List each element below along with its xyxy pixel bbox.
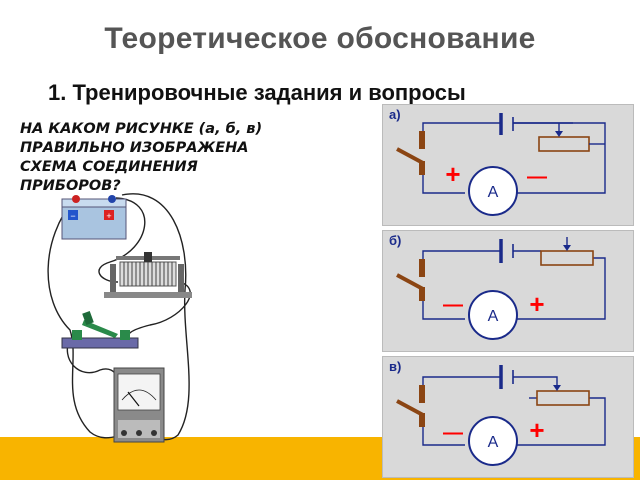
sign-left-b: — [443, 294, 463, 316]
ammeter-letter-b: A [488, 308, 499, 325]
question-line-2: ПРАВИЛЬНО ИЗОБРАЖЕНА [20, 140, 249, 156]
wire-2 [98, 197, 146, 283]
rheostat-device [104, 252, 192, 298]
battery-device: − + [61, 195, 127, 240]
circuit-diagram-c: A — + [396, 365, 606, 466]
question-line-4: ПРИБОРОВ? [20, 178, 121, 194]
circuit-diagram-a: A + — [396, 113, 606, 216]
sign-right-c: + [529, 415, 544, 445]
circuit-panel-b[interactable]: б) A — + [382, 230, 634, 352]
sign-right-b: + [529, 289, 544, 319]
question-line-1: НА КАКОМ РИСУНКЕ (а, б, в) [20, 121, 263, 137]
panel-b-label: б) [389, 233, 402, 248]
slide-subtitle: 1. Тренировочные задания и вопросы [48, 80, 466, 105]
question-text: НА КАКОМ РИСУНКЕ (а, б, в) ПРАВИЛЬНО ИЗО… [20, 120, 350, 196]
ammeter-letter-c: A [488, 434, 499, 451]
circuit-panel-c[interactable]: в) A — + [382, 356, 634, 478]
ammeter-letter-a: A [488, 184, 499, 201]
question-line-3: СХЕМА СОЕДИНЕНИЯ [20, 159, 198, 175]
sign-right-a: — [527, 166, 547, 188]
wire-5 [66, 337, 121, 386]
panel-a-label: а) [389, 107, 401, 122]
sign-left-a: + [445, 159, 460, 189]
ammeter-device [113, 367, 165, 443]
wire-4 [126, 281, 191, 341]
battery-plus-label: + [106, 211, 111, 221]
panel-c-label: в) [389, 359, 402, 374]
circuit-diagram-b: A — + [396, 237, 606, 340]
slide-title: Теоретическое обоснование [104, 22, 536, 55]
circuit-panel-a[interactable]: а) A + — [382, 104, 634, 226]
wire-3 [121, 193, 190, 441]
wire-1 [47, 197, 119, 439]
switch-device [61, 310, 139, 349]
sign-left-c: — [443, 422, 463, 444]
battery-minus-label: − [70, 211, 75, 221]
